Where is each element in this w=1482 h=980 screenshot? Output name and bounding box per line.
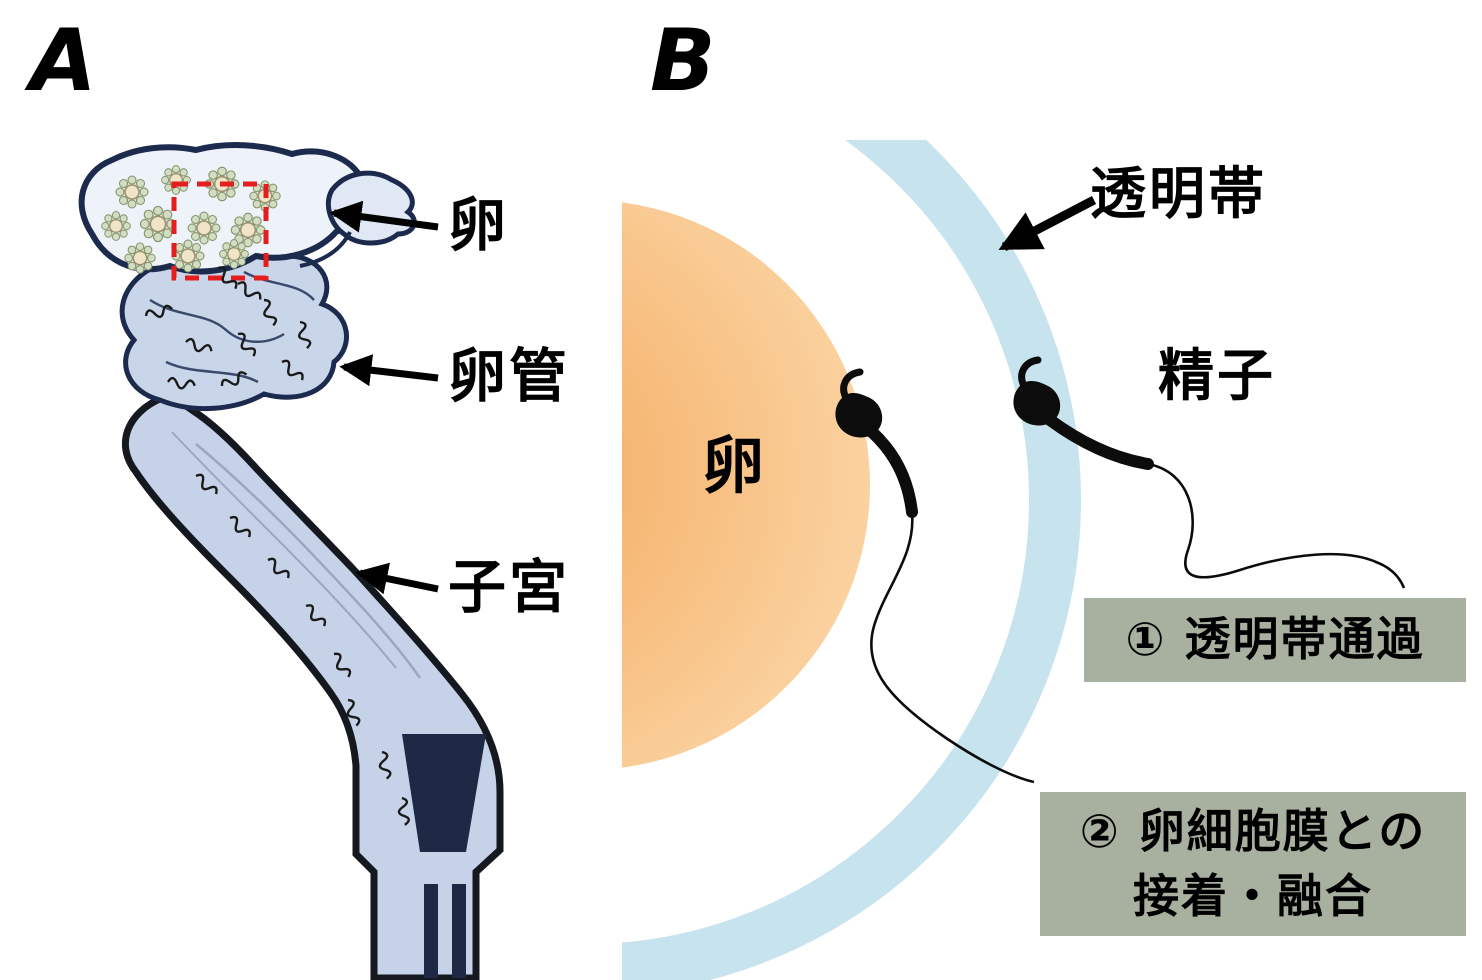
uterus-shape [122, 394, 504, 980]
label-uterus: 子宮 [448, 553, 571, 621]
label-egg-b: 卵 [702, 429, 768, 502]
zona-pellucida-ring [622, 140, 1081, 980]
vaginal-wall-bar [424, 884, 438, 978]
highlight-region-box [171, 181, 269, 281]
step2-line1-text: ② 卵細胞膜との [1079, 803, 1427, 858]
step-box-zona-passage: ① 透明帯通過 [1084, 598, 1466, 682]
sperm-outer [1013, 356, 1406, 589]
sperm-inner [835, 368, 1035, 784]
label-zona: 透明帯 [1090, 162, 1267, 227]
panel-a-letter: A [30, 11, 97, 111]
fimbria-stalk [299, 231, 352, 268]
panel-b-letter: B [650, 11, 716, 111]
oviduct-coil-line [243, 270, 315, 301]
label-oviduct: 卵管 [448, 342, 571, 410]
uterine-canal-line [171, 431, 397, 669]
step1-text: ① 透明帯通過 [1125, 612, 1425, 667]
vaginal-wall-bar [452, 884, 466, 978]
uterine-canal-line [195, 443, 422, 679]
zona-label-arrow [998, 196, 1097, 251]
egg-cell [622, 202, 870, 768]
label-egg-a: 卵 [448, 191, 510, 259]
cervix-shape [402, 734, 486, 852]
oviduct-coil-line [149, 298, 285, 343]
step2-line2-text: 接着・融合 [1133, 869, 1373, 923]
oviduct-label-arrow [339, 354, 439, 387]
step-box-membrane-fusion: ② 卵細胞膜との 接着・融合 [1040, 792, 1466, 936]
uterus-label-arrow [355, 562, 439, 595]
oviduct-coil-line [165, 360, 259, 384]
egg-label-arrow [329, 200, 439, 233]
label-sperm: 精子 [1158, 344, 1276, 409]
